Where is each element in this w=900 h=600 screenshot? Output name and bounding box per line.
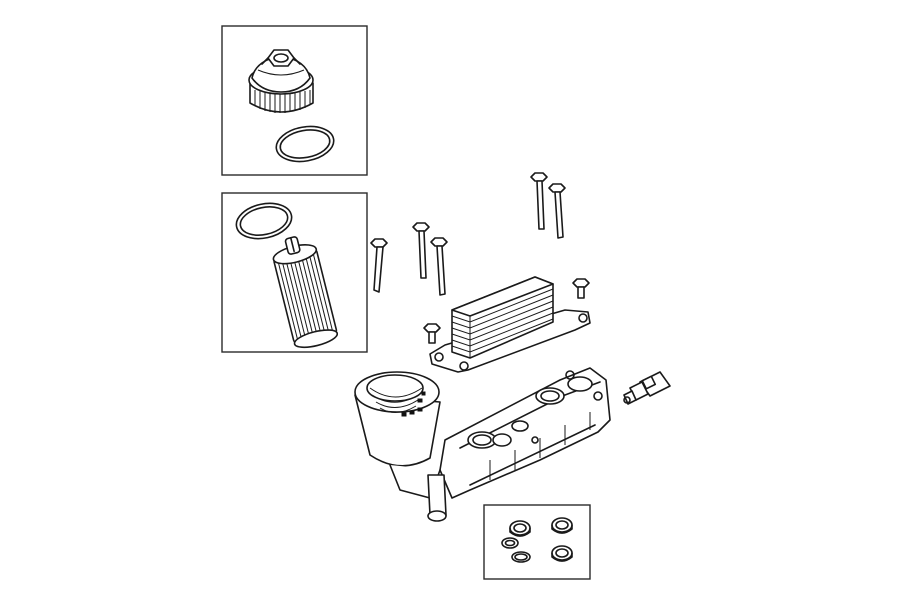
bolt-2 [412, 222, 430, 279]
oil-filter-cap [248, 49, 314, 113]
seal-kit-callout-box [483, 504, 591, 580]
short-bolt-2 [423, 323, 441, 344]
filter-element-callout-box [221, 192, 368, 353]
bolt-1 [370, 238, 388, 293]
bolt-4 [530, 172, 548, 230]
seal-ring-2 [551, 517, 573, 534]
seal-ring-1 [509, 520, 531, 537]
seal-ring-3 [501, 537, 519, 549]
short-bolt-1 [572, 278, 590, 299]
cap-o-ring [275, 125, 335, 163]
filter-cap-callout-box [221, 25, 368, 176]
seal-ring-5 [551, 545, 573, 562]
bolt-5 [548, 183, 566, 239]
bolts [370, 172, 590, 344]
oil-cooler [429, 276, 591, 373]
bolt-3 [430, 237, 448, 296]
oil-pressure-sensor [623, 371, 671, 405]
filter-element-o-ring [235, 202, 293, 240]
oil-filter-housing-adapter [354, 367, 611, 522]
seal-ring-4 [511, 551, 531, 563]
oil-filter-element [272, 236, 339, 349]
